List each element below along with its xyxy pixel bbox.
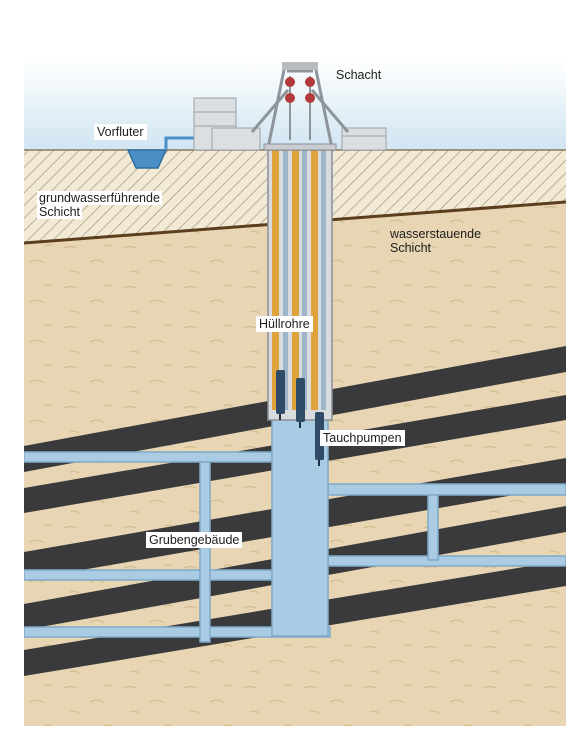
label-huellrohre: Hüllrohre: [256, 316, 313, 332]
label-aquitard-line2: Schicht: [390, 241, 431, 255]
submersible-pumps: [276, 370, 324, 466]
label-aquitard-line1: wasserstauende: [390, 227, 482, 241]
label-tauchpumpen: Tauchpumpen: [320, 430, 405, 446]
sheave-wheels: [282, 62, 318, 103]
label-aquifer-line1: grundwasserführende: [37, 191, 162, 205]
label-vorfluter: Vorfluter: [94, 124, 147, 140]
label-aquifer: grundwasserführende Schicht: [37, 191, 162, 219]
surface-buildings: [193, 97, 387, 151]
mine-workings: [24, 417, 566, 643]
label-schacht: Schacht: [336, 68, 382, 82]
receiving-water-basin: [126, 136, 200, 169]
label-grubengebaeude: Grubengebäude: [146, 532, 243, 548]
shaft-collar: [263, 143, 337, 151]
label-aquifer-line2: Schicht: [37, 205, 82, 219]
label-aquitard: wasserstauende Schicht: [390, 227, 481, 255]
